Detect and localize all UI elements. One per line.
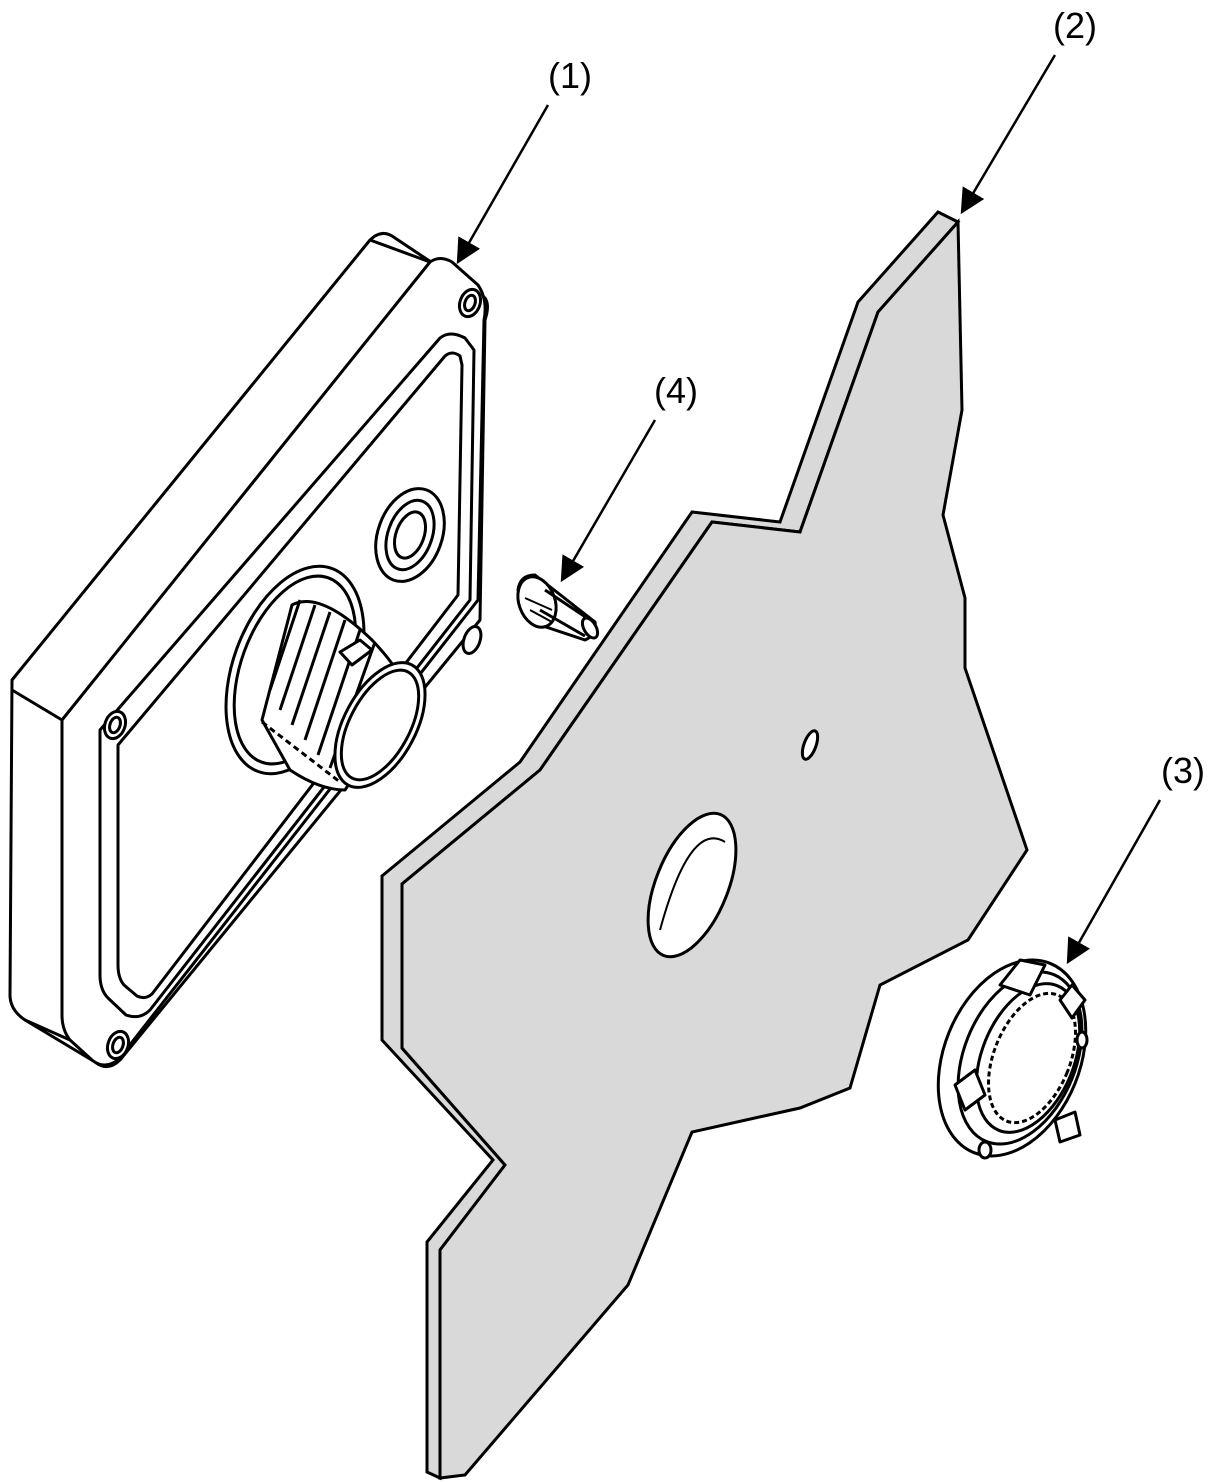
leader-arrow-3 xyxy=(1066,799,1162,965)
lock-nut xyxy=(936,958,1089,1160)
leader-arrows xyxy=(456,54,1162,965)
leader-arrow-2 xyxy=(960,54,1057,215)
callout-label-3: (3) xyxy=(1161,750,1205,791)
leader-arrow-4 xyxy=(560,419,657,583)
callout-label-2: (2) xyxy=(1053,5,1097,46)
enclosure-box xyxy=(8,232,489,1068)
leader-arrow-1 xyxy=(456,104,550,265)
mounting-plate xyxy=(380,210,1029,1481)
callout-label-4: (4) xyxy=(654,370,698,411)
callout-label-1: (1) xyxy=(548,55,592,96)
pin-part xyxy=(516,573,600,642)
